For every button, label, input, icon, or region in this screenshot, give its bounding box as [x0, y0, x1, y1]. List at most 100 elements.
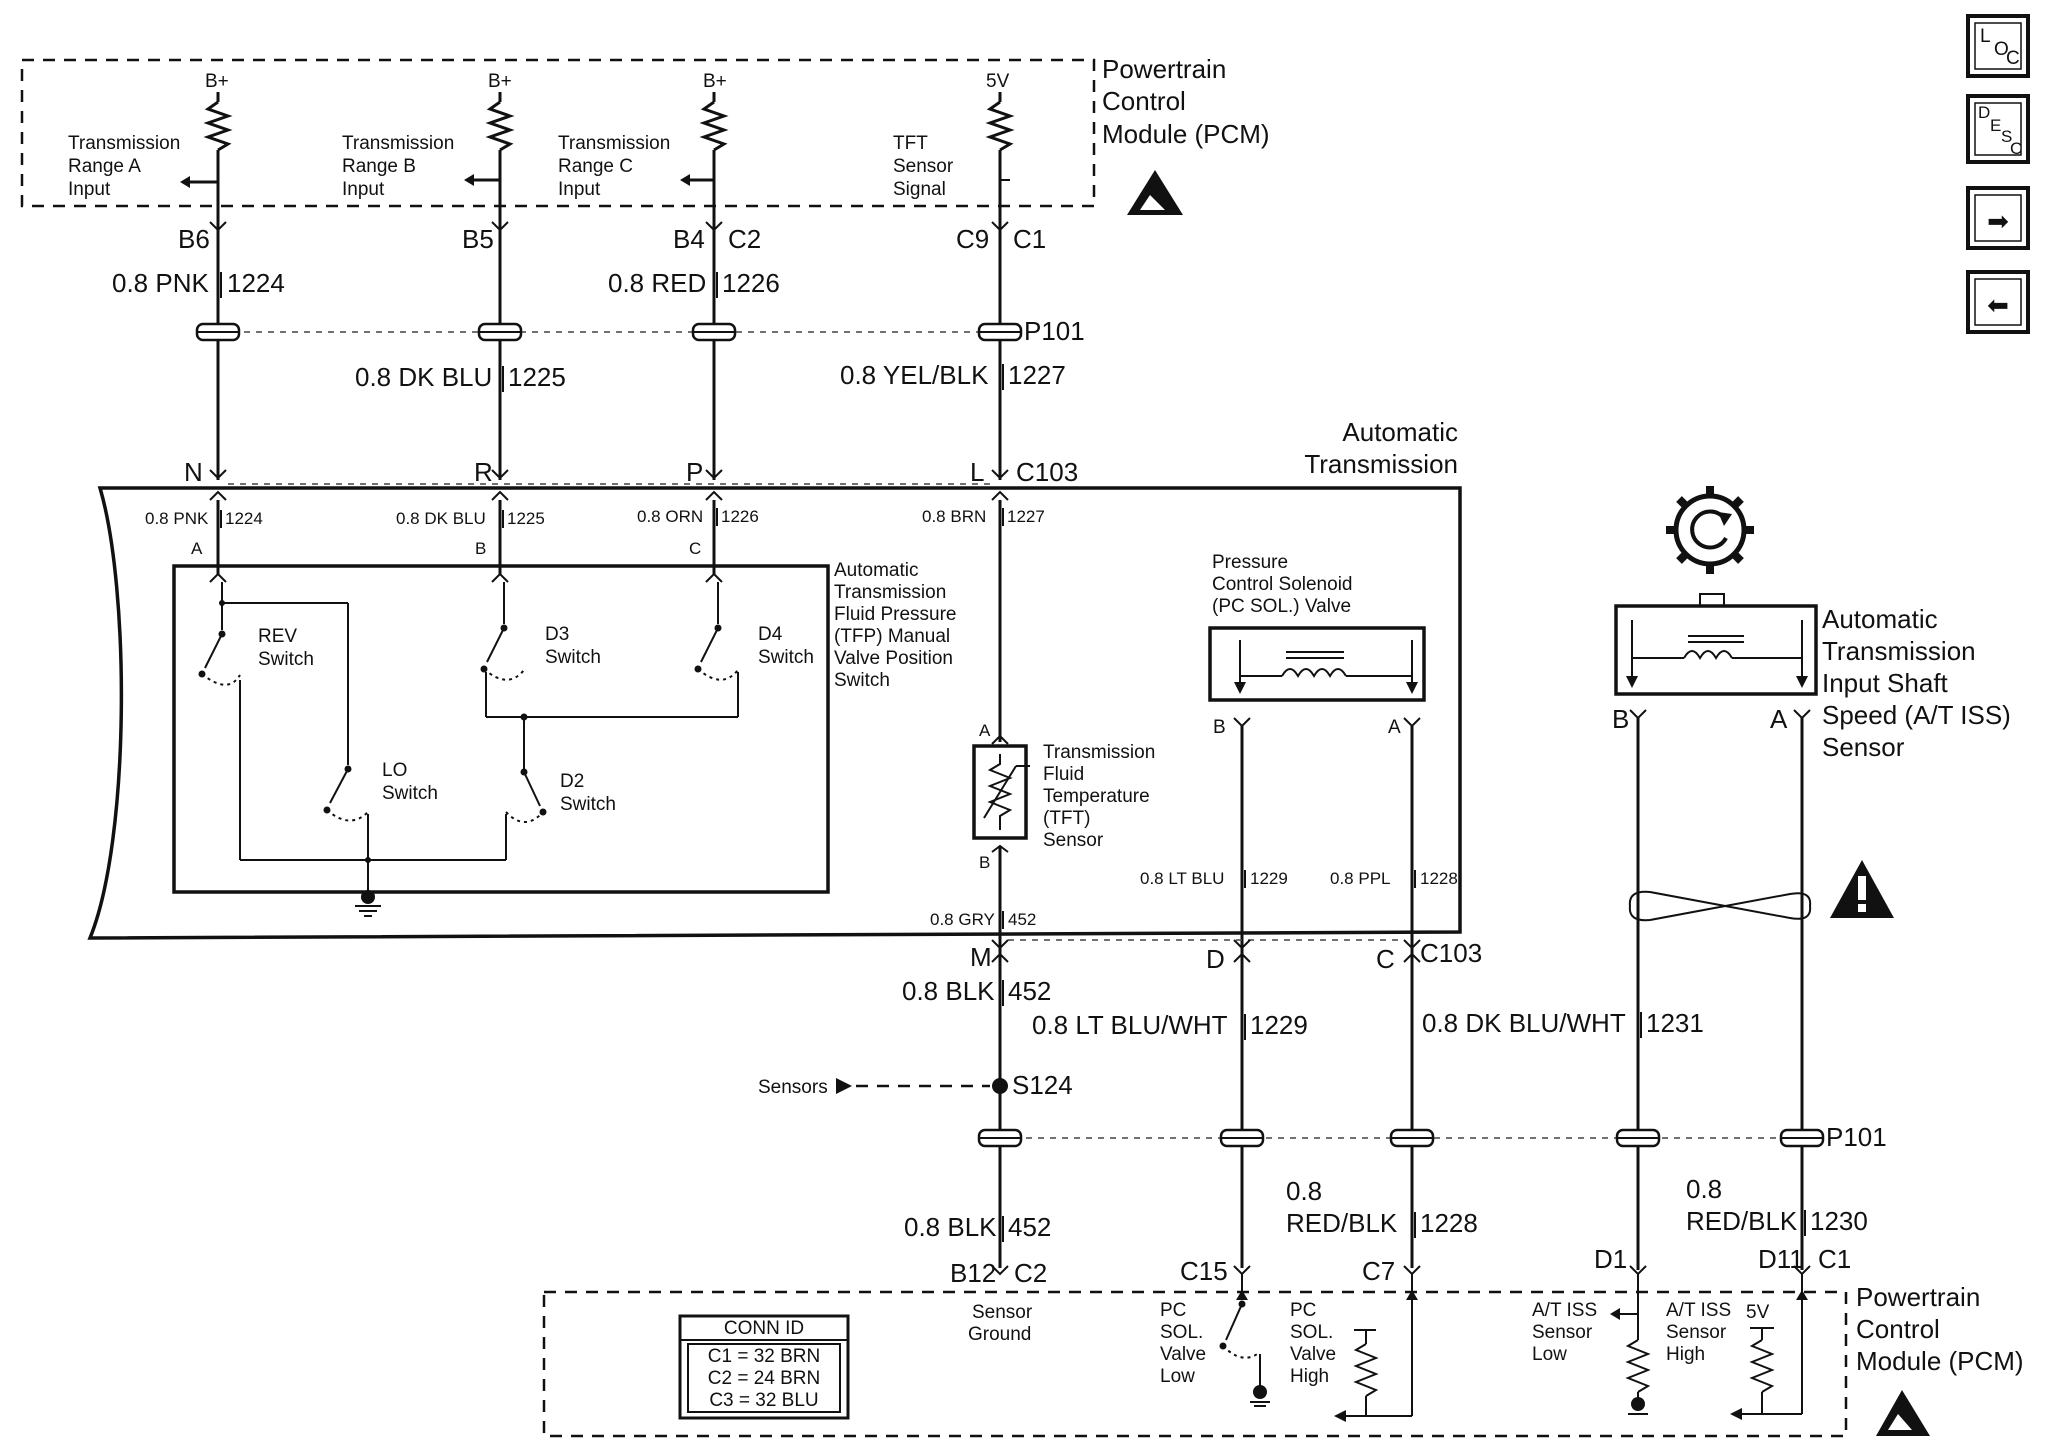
esd-warning-icon: [1876, 1390, 1930, 1436]
svg-text:O: O: [1994, 39, 2009, 60]
svg-text:Transmission: Transmission: [558, 133, 670, 154]
d4-switch: D4 Switch: [694, 582, 814, 717]
lo-switch: LO Switch: [323, 760, 438, 890]
svg-text:A/T ISS: A/T ISS: [1666, 1300, 1731, 1321]
svg-text:Switch: Switch: [258, 649, 314, 670]
svg-text:Transmission: Transmission: [68, 133, 180, 154]
pcm-input-range-c: B+ Transmission Range C Input: [558, 71, 729, 206]
svg-text:LO: LO: [382, 760, 407, 781]
svg-text:A: A: [191, 539, 203, 558]
svg-text:Switch: Switch: [758, 647, 814, 668]
caution-icon: [1830, 860, 1894, 918]
svg-text:Automatic: Automatic: [1822, 604, 1938, 634]
svg-text:C103: C103: [1016, 457, 1078, 487]
svg-text:5V: 5V: [986, 71, 1010, 92]
pcm-top-label: Powertrain Control Module (PCM): [1102, 54, 1270, 149]
forward-arrow-icon: ➡: [1987, 206, 2009, 236]
loc-button[interactable]: L O C: [1966, 14, 2030, 78]
svg-text:S: S: [2001, 127, 2012, 146]
svg-text:452: 452: [1008, 976, 1051, 1006]
svg-text:R: R: [474, 457, 493, 487]
svg-text:(PC SOL.) Valve: (PC SOL.) Valve: [1212, 596, 1351, 617]
svg-text:1226: 1226: [721, 507, 759, 526]
svg-text:High: High: [1290, 1366, 1329, 1387]
svg-text:1231: 1231: [1646, 1008, 1704, 1038]
svg-text:N: N: [184, 457, 203, 487]
d2-switch: D2 Switch: [505, 713, 616, 860]
svg-text:0.8 RED: 0.8 RED: [608, 268, 706, 298]
svg-text:0.8: 0.8: [1286, 1176, 1322, 1206]
svg-text:0.8 PNK: 0.8 PNK: [112, 268, 209, 298]
svg-text:Control Solenoid: Control Solenoid: [1212, 574, 1352, 595]
svg-text:Automatic: Automatic: [834, 560, 918, 581]
svg-text:C1 = 32 BRN: C1 = 32 BRN: [708, 1346, 820, 1367]
wire-label-gry-452: 0.8 GRY 452: [930, 910, 1036, 929]
wire-labels-bottom: 0.8 BLK 452 0.8 LT BLU/WHT 1229 0.8 DK B…: [902, 976, 1868, 1242]
svg-text:S124: S124: [1012, 1070, 1073, 1100]
svg-text:5V: 5V: [1746, 1302, 1770, 1323]
twisted-pair-symbol: [1628, 890, 1812, 922]
ground-icon: [355, 890, 381, 917]
svg-text:Module (PCM): Module (PCM): [1856, 1346, 2024, 1376]
svg-text:452: 452: [1008, 1212, 1051, 1242]
svg-text:Switch: Switch: [560, 794, 616, 815]
svg-text:Control: Control: [1102, 86, 1186, 116]
svg-text:Temperature: Temperature: [1043, 786, 1150, 807]
svg-text:Sensor: Sensor: [972, 1302, 1033, 1323]
svg-text:0.8 BLK: 0.8 BLK: [904, 1212, 997, 1242]
svg-text:RED/BLK: RED/BLK: [1286, 1208, 1398, 1238]
svg-text:Module (PCM): Module (PCM): [1102, 119, 1270, 149]
forward-button[interactable]: ➡: [1966, 186, 2030, 250]
svg-text:Transmission: Transmission: [342, 133, 454, 154]
svg-text:0.8 LT BLU: 0.8 LT BLU: [1140, 869, 1224, 888]
tfp-switch-box: [172, 564, 830, 894]
svg-text:B+: B+: [488, 71, 512, 92]
connector-p101-bottom: P101: [977, 1122, 1887, 1152]
svg-text:0.8 PNK: 0.8 PNK: [145, 509, 209, 528]
svg-text:B: B: [475, 539, 486, 558]
svg-text:Switch: Switch: [382, 783, 438, 804]
svg-text:Signal: Signal: [893, 179, 946, 200]
svg-text:1230: 1230: [1810, 1206, 1868, 1236]
svg-text:C7: C7: [1362, 1256, 1395, 1286]
svg-text:P101: P101: [1826, 1122, 1887, 1152]
svg-text:Input: Input: [68, 179, 111, 200]
svg-text:Control: Control: [1856, 1314, 1940, 1344]
svg-text:C2: C2: [1014, 1258, 1047, 1288]
svg-text:Range A: Range A: [68, 156, 141, 177]
svg-text:0.8 GRY: 0.8 GRY: [930, 910, 995, 929]
svg-text:0.8 DK BLU: 0.8 DK BLU: [355, 362, 492, 392]
svg-text:Input: Input: [342, 179, 385, 200]
svg-text:L: L: [1980, 26, 1991, 47]
svg-text:Input: Input: [558, 179, 601, 200]
svg-text:D1: D1: [1594, 1244, 1627, 1274]
svg-text:Range B: Range B: [342, 156, 416, 177]
svg-text:0.8 DK BLU/WHT: 0.8 DK BLU/WHT: [1422, 1008, 1626, 1038]
svg-text:Low: Low: [1532, 1344, 1567, 1365]
svg-text:D2: D2: [560, 771, 584, 792]
svg-text:Valve: Valve: [1160, 1344, 1206, 1365]
svg-text:Transmission: Transmission: [1304, 449, 1458, 479]
desc-button[interactable]: D E S C: [1966, 94, 2030, 164]
svg-text:C15: C15: [1180, 1256, 1228, 1286]
svg-text:D: D: [1978, 103, 1990, 122]
svg-text:Input Shaft: Input Shaft: [1822, 668, 1949, 698]
pcm-top-pins: B6 B5 B4 C2 C9 C1: [178, 224, 1046, 254]
pcm-bottom-label: Powertrain Control Module (PCM): [1856, 1282, 2024, 1376]
svg-text:Sensor: Sensor: [1666, 1322, 1727, 1343]
pcm-sensor-ground: Sensor Ground: [968, 1302, 1033, 1345]
svg-text:Ground: Ground: [968, 1324, 1031, 1345]
svg-text:M: M: [970, 942, 992, 972]
svg-text:Transmission: Transmission: [1043, 742, 1155, 763]
svg-text:Transmission: Transmission: [834, 582, 946, 603]
speed-sensor-rotor-icon: [1666, 486, 1754, 574]
back-button[interactable]: ⬅: [1966, 270, 2030, 334]
svg-text:(TFT): (TFT): [1043, 808, 1090, 829]
transmission-label: Automatic Transmission: [1304, 417, 1458, 479]
wire-labels-top: 0.8 PNK 1224 0.8 DK BLU 1225 0.8 RED 122…: [112, 268, 1066, 392]
svg-text:(TFP) Manual: (TFP) Manual: [834, 626, 950, 647]
svg-text:CONN ID: CONN ID: [724, 1318, 804, 1339]
esd-warning-icon: [1127, 170, 1183, 215]
svg-text:1229: 1229: [1250, 869, 1288, 888]
svg-text:A/T ISS: A/T ISS: [1532, 1300, 1597, 1321]
